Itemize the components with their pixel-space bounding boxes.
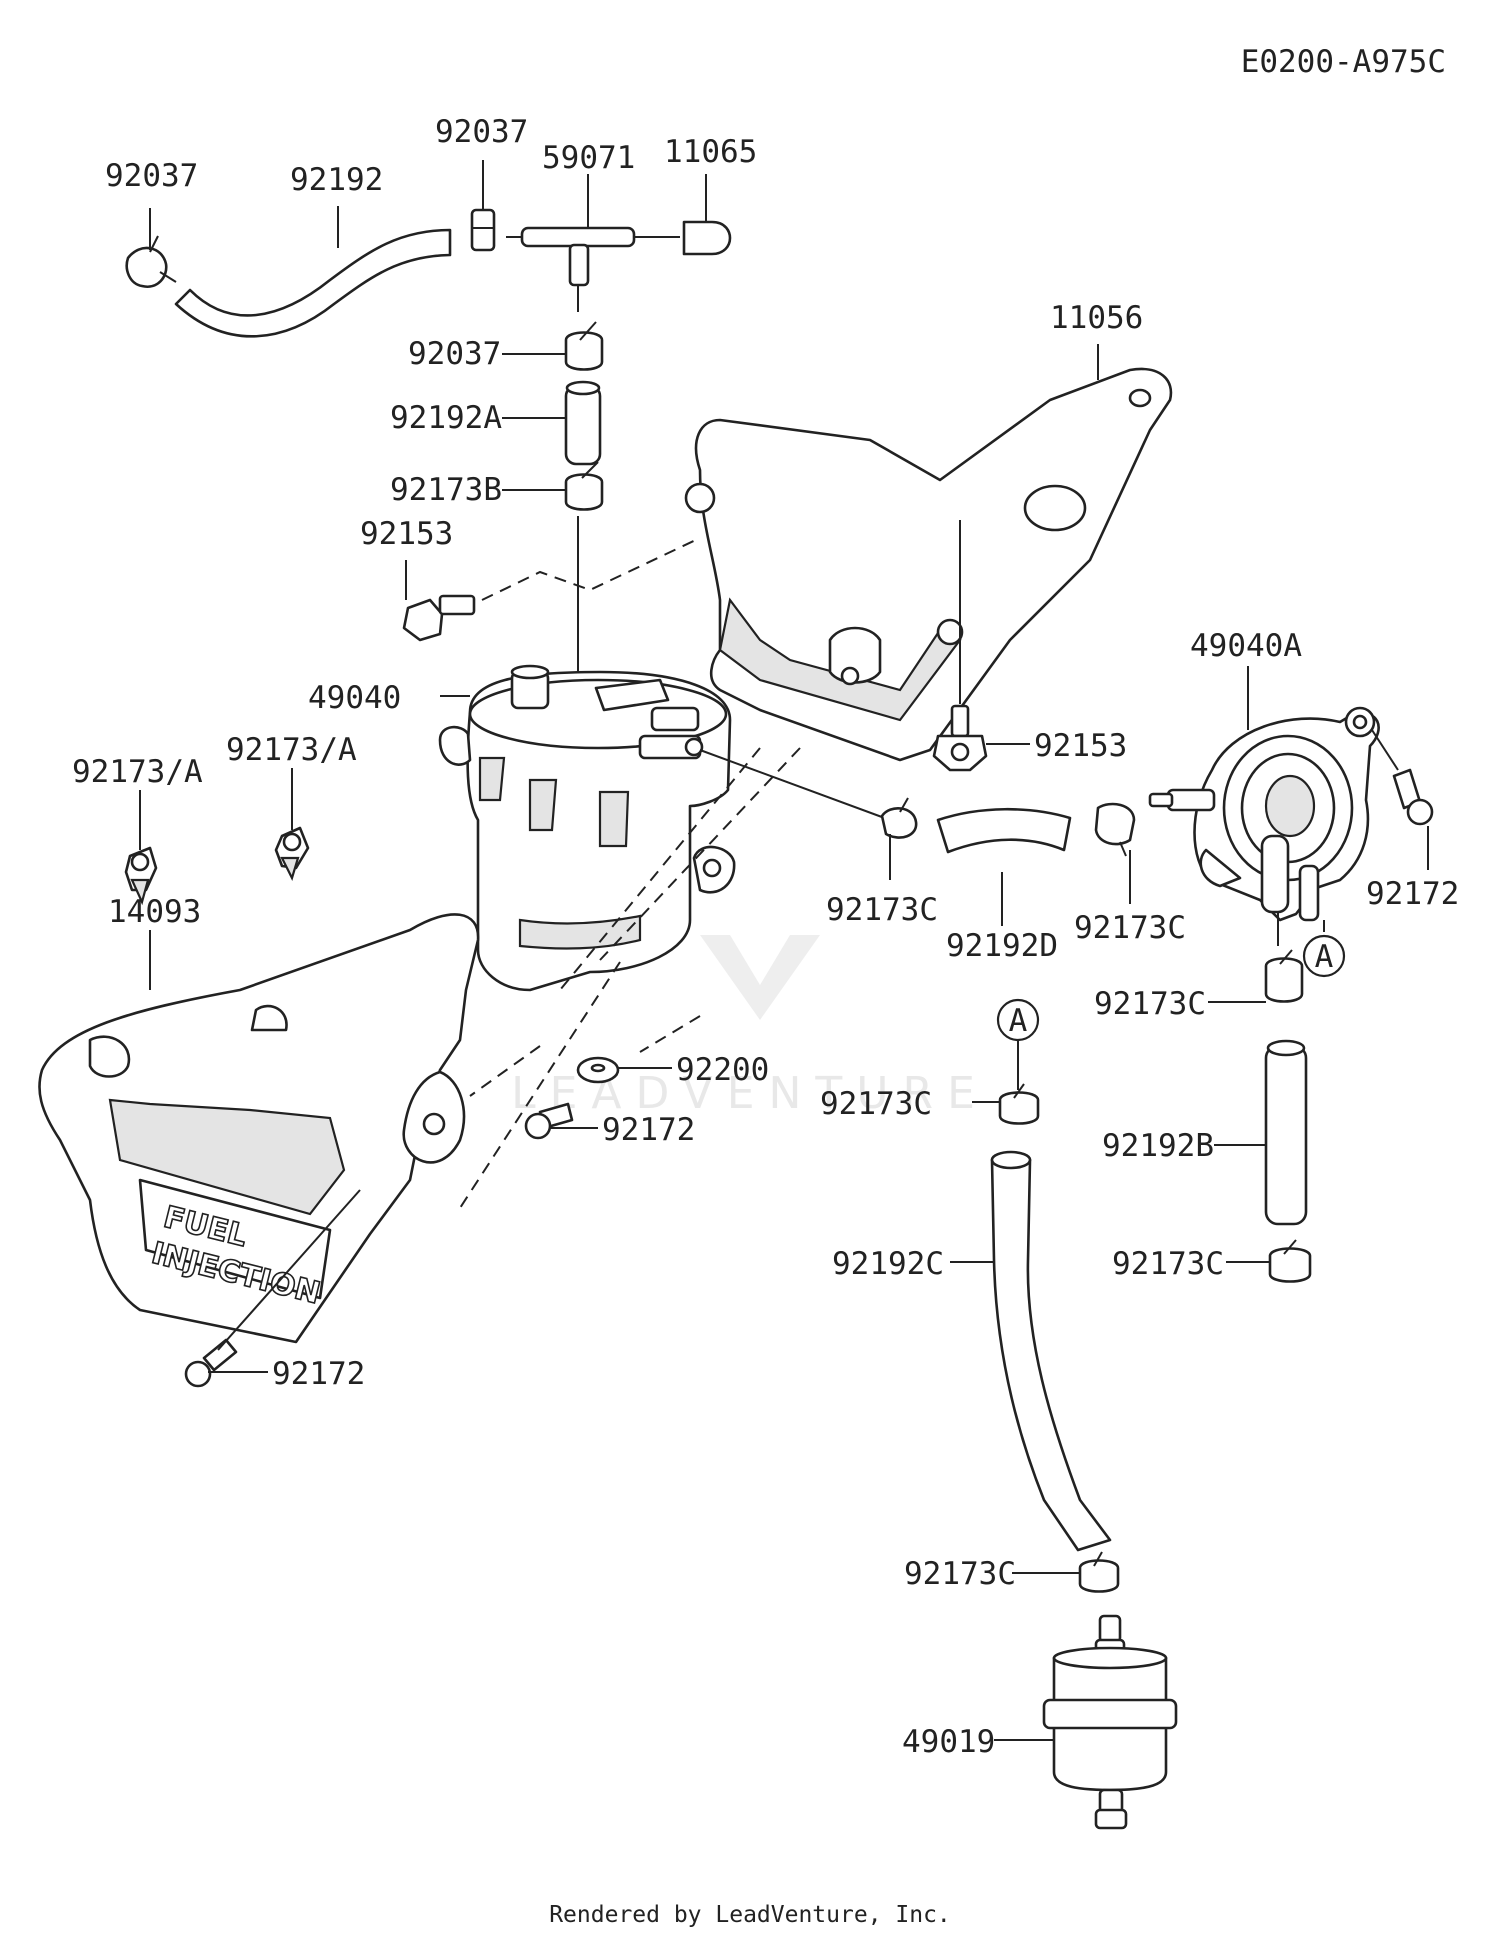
label-92192D: 92192D	[946, 928, 1058, 964]
part-92192D-hose[interactable]	[936, 807, 1072, 854]
part-92200-washer[interactable]	[576, 1056, 620, 1084]
callout-a-center: A	[996, 998, 1040, 1042]
label-49019: 49019	[902, 1724, 995, 1760]
label-92200: 92200	[676, 1052, 769, 1088]
part-labels: 92037 92192 92037 59071 11065 92037 9219…	[72, 114, 1459, 1760]
label-49040A: 49040A	[1190, 628, 1302, 664]
assembly-line-5	[469, 1045, 541, 1097]
label-11056: 11056	[1050, 300, 1143, 336]
assembly-line-1	[559, 747, 761, 991]
part-92173C-clamp-right-top[interactable]	[1264, 949, 1304, 1003]
part-92192B-hose[interactable]	[1264, 1039, 1308, 1226]
label-92192A: 92192A	[390, 400, 502, 436]
part-92173B-clamp[interactable]	[564, 461, 604, 511]
part-92153-bolt-right[interactable]	[932, 704, 988, 772]
part-92192-hose[interactable]	[174, 228, 452, 338]
svg-text:A: A	[1315, 939, 1334, 975]
diagram-code: E0200-A975C	[1241, 44, 1446, 80]
label-92173C-center-bottom: 92173C	[904, 1556, 1016, 1592]
part-92173C-clamp-pump-out[interactable]	[880, 797, 918, 839]
label-92173A-right: 92173/A	[226, 732, 357, 768]
part-92173C-clamp-right-bottom[interactable]	[1268, 1239, 1312, 1283]
label-92037-top: 92037	[435, 114, 528, 150]
label-92037-mid: 92037	[408, 336, 501, 372]
label-92192: 92192	[290, 162, 383, 198]
part-92037-clamp-mid[interactable]	[564, 321, 604, 371]
label-92173B: 92173B	[390, 472, 502, 508]
callout-a-right: A	[1302, 934, 1346, 978]
part-49040A-fuel-pump[interactable]	[1148, 706, 1380, 922]
part-11056-bracket[interactable]	[684, 367, 1173, 762]
label-92172-pump: 92172	[1366, 876, 1459, 912]
label-11065: 11065	[664, 134, 757, 170]
pump-to-clamp-line	[699, 749, 891, 821]
part-49040-fuel-pump-assembly[interactable]	[438, 664, 736, 992]
label-92173A-left: 92173/A	[72, 754, 203, 790]
part-92173C-clamp-pump-in[interactable]	[1094, 802, 1136, 857]
leader-lines	[139, 160, 1429, 1741]
label-92173C-pump-in: 92173C	[1074, 910, 1186, 946]
label-92153-right: 92153	[1034, 728, 1127, 764]
part-49019-fuel-filter[interactable]	[1042, 1614, 1178, 1830]
part-92173A-clip-right[interactable]	[274, 826, 310, 881]
label-92173C-center-top: 92173C	[820, 1086, 932, 1122]
label-92172-center: 92172	[602, 1112, 695, 1148]
part-59071-tee-joint[interactable]	[506, 226, 680, 287]
assembly-line-4	[639, 1015, 701, 1053]
part-92037-clamp-left[interactable]	[125, 235, 177, 288]
footer-credit: Rendered by LeadVenture, Inc.	[549, 1902, 951, 1928]
label-49040: 49040	[308, 680, 401, 716]
assembly-line-3	[459, 961, 621, 1209]
part-92192A-hose[interactable]	[564, 380, 602, 466]
assembly-line-2	[599, 747, 801, 961]
part-92173C-clamp-center-top[interactable]	[998, 1083, 1040, 1125]
part-92172-screw-pump[interactable]	[1392, 768, 1434, 826]
part-92172-screw-center[interactable]	[524, 1102, 574, 1140]
label-92173C-right-top: 92173C	[1094, 986, 1206, 1022]
part-11065-cap[interactable]	[682, 220, 732, 256]
part-14093-cover[interactable]: FUEL INJECTION	[38, 913, 480, 1344]
bolt-left-dashed-line	[481, 537, 701, 601]
label-92173C-right-bottom: 92173C	[1112, 1246, 1224, 1282]
part-92172-screw-cover[interactable]	[184, 1338, 238, 1388]
label-92172-cover: 92172	[272, 1356, 365, 1392]
label-92153-left: 92153	[360, 516, 453, 552]
part-92173C-clamp-center-bottom[interactable]	[1078, 1551, 1120, 1593]
label-92192B: 92192B	[1102, 1128, 1214, 1164]
svg-text:A: A	[1009, 1003, 1028, 1039]
label-92037-left: 92037	[105, 158, 198, 194]
screw-cover-line	[217, 1189, 361, 1351]
part-92173A-clip-left[interactable]	[124, 846, 158, 906]
label-14093: 14093	[108, 894, 201, 930]
label-92192C: 92192C	[832, 1246, 944, 1282]
part-92153-bolt-left[interactable]	[402, 594, 476, 642]
label-59071: 59071	[542, 140, 635, 176]
part-92037-clamp-top[interactable]	[470, 208, 496, 252]
part-92192C-hose[interactable]	[990, 1150, 1112, 1552]
label-92173C-pump-out: 92173C	[826, 892, 938, 928]
